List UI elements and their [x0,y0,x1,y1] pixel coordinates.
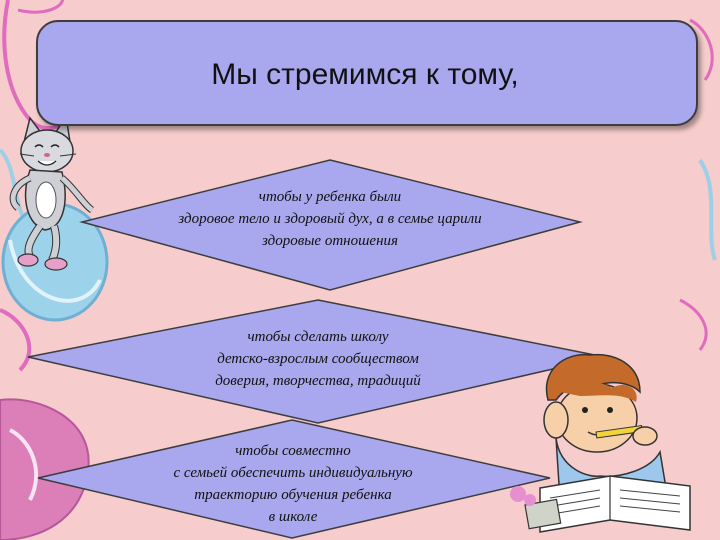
goal-diamond-2 [27,299,606,424]
goal-3-line: с семьей обеспечить индивидуальную [173,465,413,481]
goal-1-line: здоровое тело и здоровый дух, а в семье … [178,211,482,227]
goal-3-line: траекторию обучения ребенка [194,487,392,503]
goal-2-line: чтобы сделать школу [247,329,389,345]
goal-1-line: здоровые отношения [262,233,398,249]
goal-1-line: чтобы у ребенка были [258,189,402,205]
title-box [36,20,698,126]
goal-diamond-3 [37,419,551,539]
goal-2-line: доверия, творчества, традиций [215,373,421,389]
goal-text-1: чтобы у ребенка были здоровое тело и здо… [150,186,510,252]
goal-3-line: чтобы совместно [235,443,351,459]
goal-2-line: детско-взрослым сообществом [217,351,419,367]
goal-diamond-1 [79,159,583,291]
slide-title: Мы стремимся к тому, [211,58,519,91]
goal-text-3: чтобы совместно с семьей обеспечить инди… [128,440,458,528]
goal-3-line: в школе [268,509,318,525]
goal-text-2: чтобы сделать школу детско-взрослым сооб… [158,326,478,392]
